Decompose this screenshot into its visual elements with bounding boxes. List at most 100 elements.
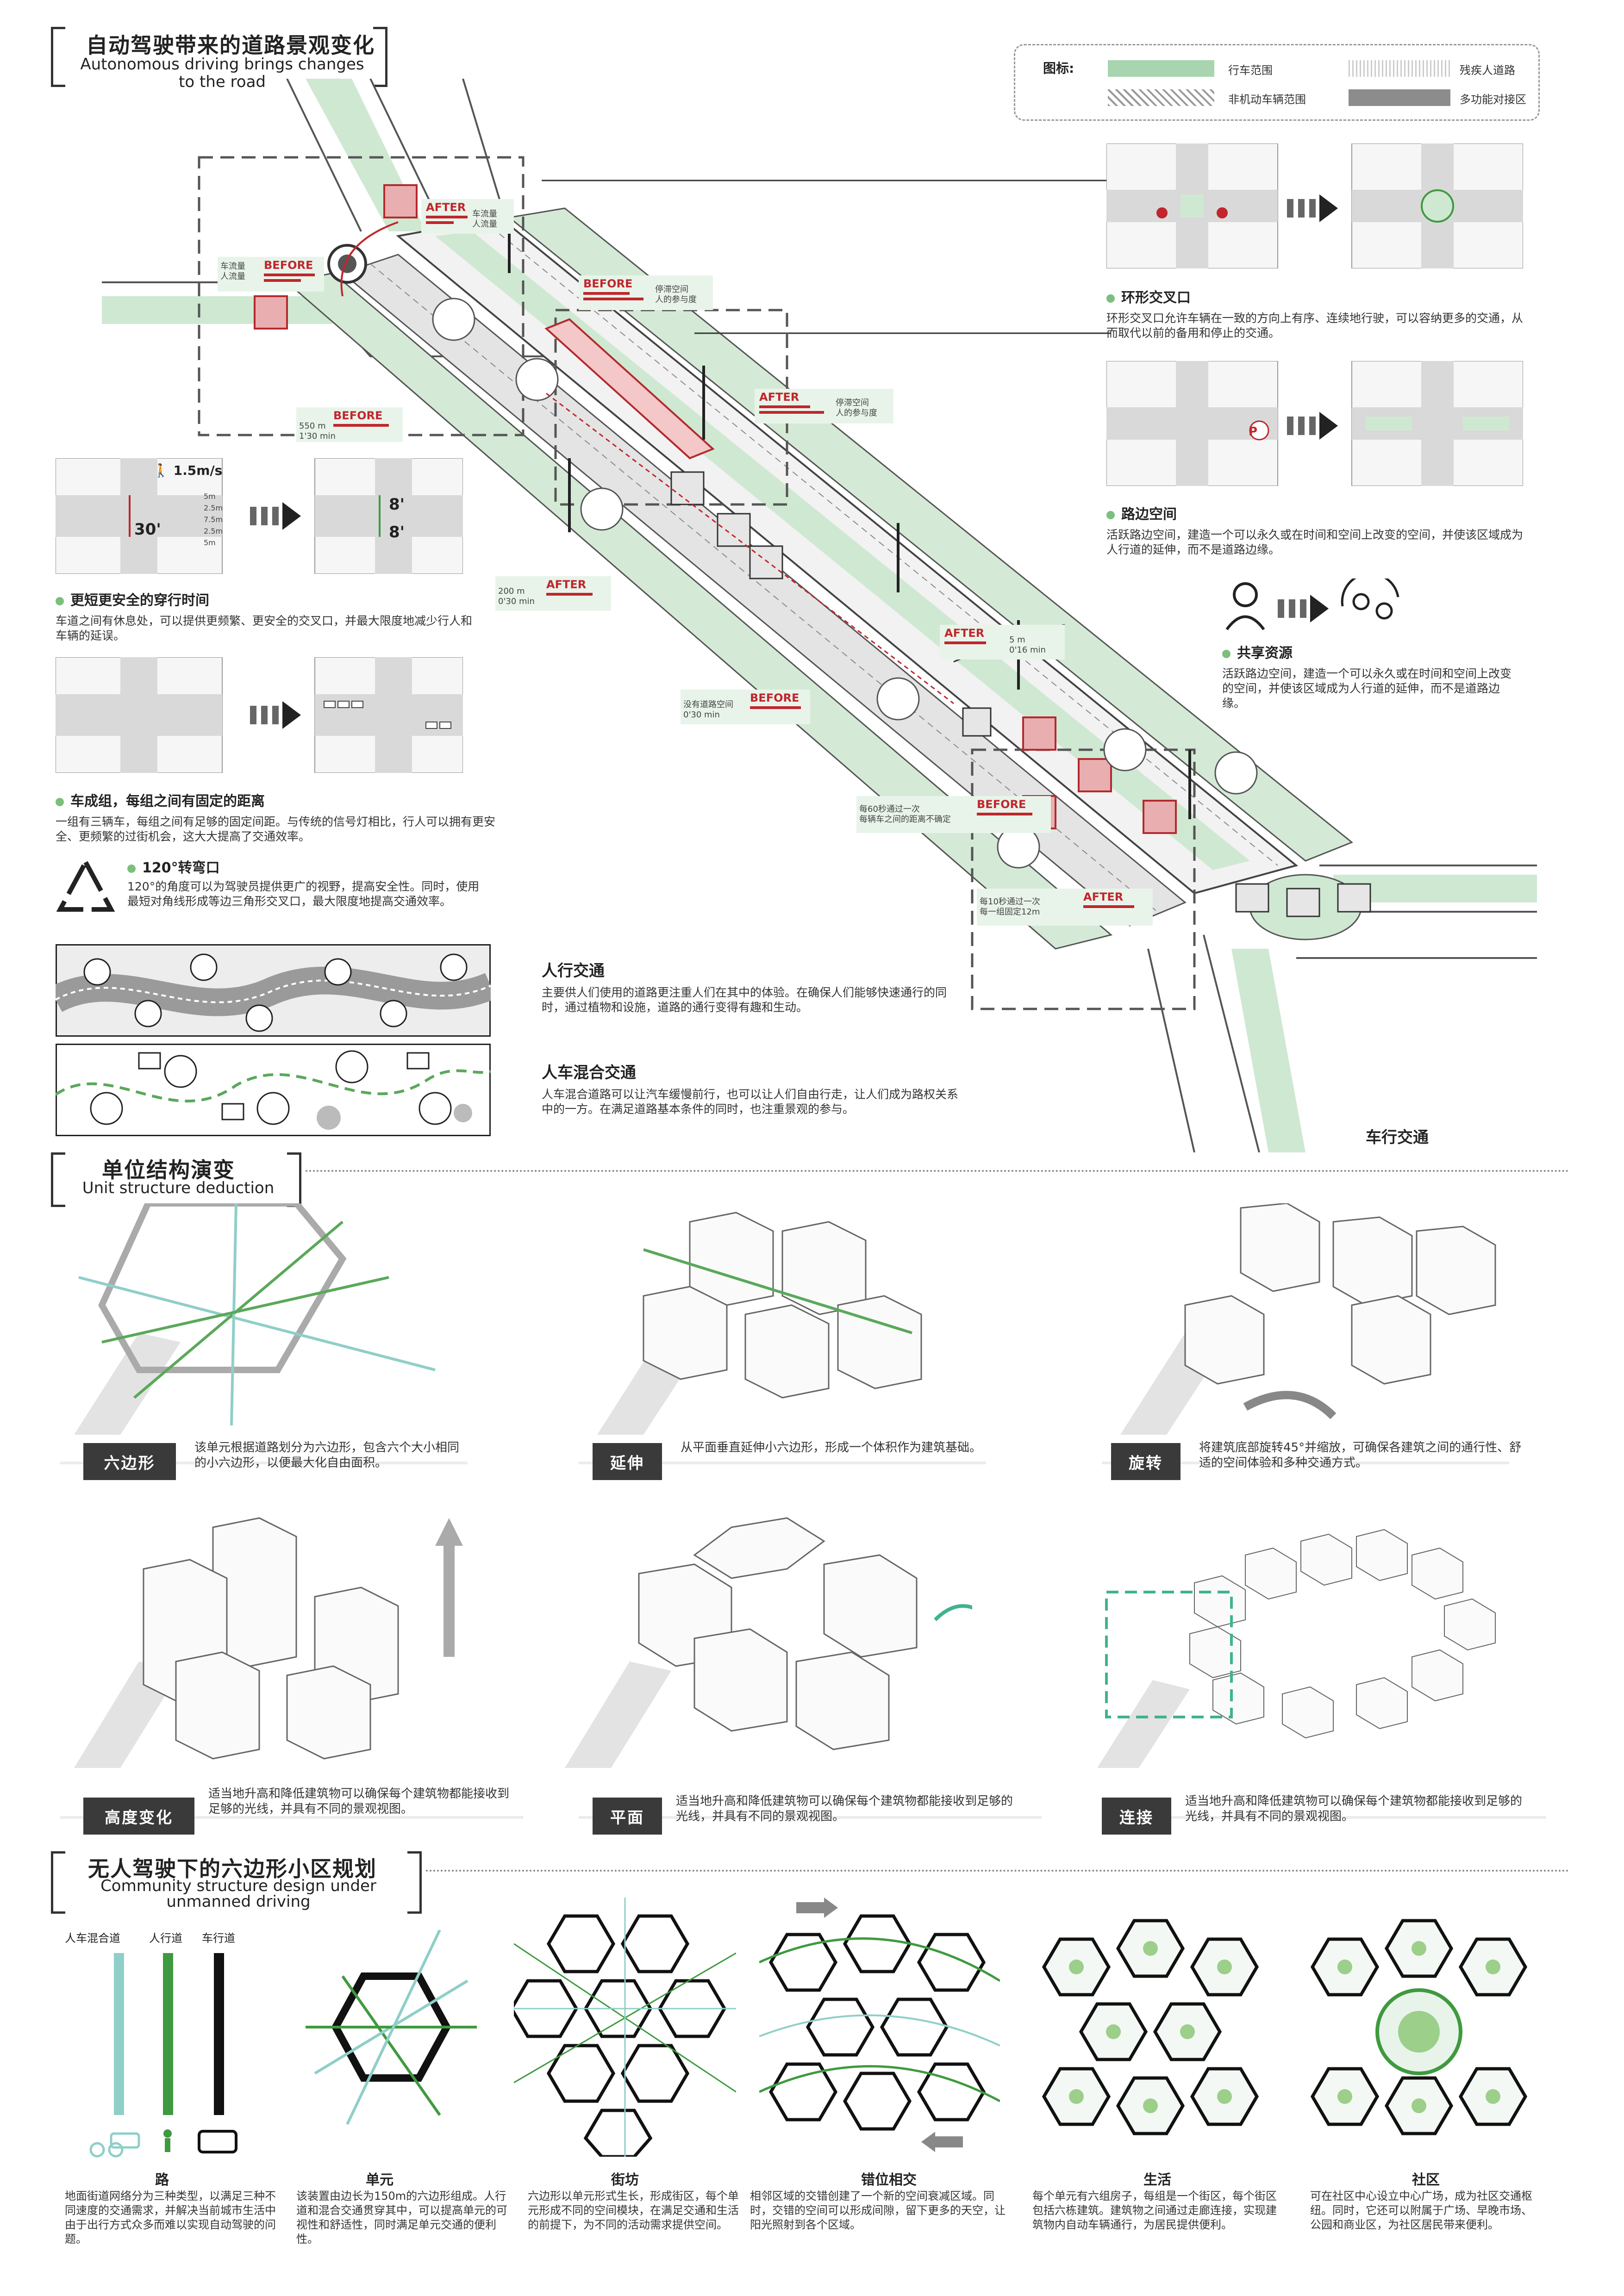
roundabout-desc: 环形交叉口允许车辆在一致的方向上有序、连续地行驶，可以容纳更多的交通，从而取代以… (1106, 311, 1524, 340)
legend-item-traffic: 行车范围 (1228, 64, 1273, 77)
crossing-diagram (56, 458, 463, 574)
road-type-mixed-label: 人车混合道 (65, 1932, 120, 1945)
unit-subtitle: Unit structure deduction (82, 1179, 275, 1197)
unit-bracket-left (51, 1152, 65, 1207)
legend-swatch-bike (1108, 89, 1214, 106)
share-desc: 活跃路边空间，建造一个可以永久或在时间和空间上改变的空间，并使该区域成为人行道的… (1222, 667, 1512, 710)
step-label-height: 高度变化 (83, 1798, 194, 1835)
share-title: 共享资源 (1237, 645, 1293, 661)
mixed-traffic-block: 人车混合交通 人车混合道路可以让汽车缓慢前行，也可以让人们自由行走，让人们成为路… (542, 1060, 968, 1117)
community-label-road: 路 (155, 2172, 169, 2188)
step-desc-extend: 从平面垂直延伸小六边形，形成一个体积作为建筑基础。 (681, 1441, 982, 1455)
curb-desc: 活跃路边空间，建造一个可以永久或在时间和空间上改变的空间，并使该区域成为人行道的… (1106, 528, 1524, 556)
turn-desc: 120°的角度可以为驾驶员提供更广的视野，提高安全性。同时，使用最短对角线形成等… (127, 880, 480, 908)
page-subtitle-2: to the road (179, 73, 266, 91)
legend-box: 图标: 行车范围 残疾人道路 非机动车辆范围 多功能对接区 (1014, 44, 1540, 121)
turn-title: 120°转弯口 (142, 860, 220, 876)
community-bracket-left (51, 1851, 65, 1914)
mixed-traffic-desc: 人车混合道路可以让汽车缓慢前行，也可以让人们自由行走，让人们成为路权关系中的一方… (542, 1088, 959, 1116)
community-desc-offset: 相邻区域的交错创建了一个新的空间衰减区域。同时，交错的空间可以形成间隙，留下更多… (750, 2190, 1006, 2231)
crossing-block: 更短更安全的穿行时间 车道之间有休息处，可以提供更频繁、更安全的交叉口，并最大限… (56, 589, 472, 643)
community-subtitle-2: unmanned driving (166, 1892, 311, 1911)
step-desc-hexagon: 该单元根据道路划分为六边形，包含六个大小相同的小六边形，以便最大化自由面积。 (194, 1441, 460, 1470)
bullet-icon (1106, 294, 1115, 303)
bullet-icon (56, 597, 64, 605)
tag-before-1: 车流量 人流量 BEFORE (218, 257, 324, 292)
car-icon (198, 2130, 237, 2153)
tag-after-5: 每10秒通过一次 每一组固定12m AFTER (977, 889, 1153, 926)
pedestrian-traffic-desc: 主要供人们使用的道路更注重人们在其中的体验。在确保人们能够快速通行的同时，通过植… (542, 986, 947, 1014)
turn-block: 120°转弯口 120°的角度可以为驾驶员提供更广的视野，提高安全性。同时，使用… (127, 856, 488, 909)
bullet-icon (1106, 510, 1115, 519)
step-label-hexagon: 六边形 (83, 1443, 176, 1480)
step-desc-plane: 适当地升高和降低建筑物可以确保每个建筑物都能接收到足够的光线，并具有不同的景观视… (676, 1794, 1013, 1823)
legend-item-bike: 非机动车辆范围 (1228, 93, 1306, 106)
unit-connect-diagram (1097, 1529, 1496, 1768)
page-subtitle-1: Autonomous driving brings changes (80, 55, 364, 74)
bullet-icon (127, 864, 136, 873)
bike-bus-icon (89, 2132, 140, 2158)
tag-before-2: BEFORE 停滞空间 人的参与度 (579, 275, 713, 310)
community-desc-unit: 该装置由边长为150m的六边形组成。人行道和混合交通贯穿其中，可以提高单元的可视… (296, 2190, 507, 2246)
community-desc-neighborhood: 六边形以单元形式生长，形成街区，每个单元形成不同的空间模块，在满足交通和生活的前… (528, 2190, 739, 2231)
unit-rotate-diagram (1120, 1203, 1496, 1435)
tag-before-5: 每60秒通过一次 每辆车之间的距离不确定 BEFORE (856, 796, 1051, 833)
curb-block: 路边空间 活跃路边空间，建造一个可以永久或在时间和空间上改变的空间，并使该区域成… (1106, 503, 1532, 557)
unit-hex-panel (306, 1930, 477, 2125)
legend-swatch-traffic (1108, 60, 1214, 77)
recycle-triangle-icon (56, 859, 115, 912)
community-bracket-right (407, 1851, 422, 1914)
walk-speed: 🚶 1.5m/s (153, 463, 223, 478)
tag-after-3: 200 m 0'30 min AFTER (495, 576, 611, 611)
bullet-icon (1222, 649, 1230, 658)
unit-height-diagram (74, 1517, 463, 1768)
community-label-unit: 单元 (366, 2172, 394, 2188)
community-title: 无人驾驶下的六边形小区规划 (88, 1856, 377, 1881)
mixed-traffic-title: 人车混合交通 (542, 1064, 636, 1082)
community-desc-road: 地面街道网络分为三种类型，以满足三种不同速度的交通需求，并解决当前城市生活中由于… (65, 2190, 276, 2246)
page-title: 自动驾驶带来的道路景观变化 (86, 33, 375, 58)
title-bracket-right (373, 27, 387, 87)
tag-before-4: 没有道路空间 0'30 min BEFORE (681, 690, 810, 724)
legend-swatch-dock (1349, 89, 1450, 106)
living-panel (1042, 1919, 1259, 2135)
road-axonometric (102, 79, 1537, 1152)
tag-after-2: AFTER 停滞空间 人的参与度 (755, 389, 893, 423)
share-icons (1225, 579, 1399, 630)
offset-intersection-panel (759, 1898, 1000, 2152)
unit-extend-diagram (597, 1212, 922, 1435)
platoon-desc: 一组有三辆车，每组之间有足够的固定间距。与传统的信号灯相比，行人可以拥有更安全、… (56, 815, 496, 843)
legend-item-dock: 多功能对接区 (1460, 93, 1526, 106)
roundabout-diagram (1106, 143, 1523, 268)
roundabout-title: 环形交叉口 (1121, 290, 1191, 306)
bullet-icon (56, 797, 64, 806)
curb-title: 路边空间 (1121, 506, 1177, 523)
platoon-title: 车成组，每组之间有固定的距离 (70, 793, 265, 809)
mixed-strip (56, 1044, 491, 1136)
pedestrian-strip (56, 944, 491, 1037)
tag-after-4: AFTER 5 m 0'16 min (940, 625, 1065, 660)
time-after-2: 8' (389, 523, 405, 541)
community-desc-community: 可在社区中心设立中心广场，成为社区交通枢纽。同时，它还可以附属于广场、早晚市场、… (1310, 2190, 1532, 2231)
parking-icon: P (1249, 425, 1258, 439)
community-label-neighborhood: 街坊 (611, 2172, 639, 2188)
unit-plane-diagram (565, 1517, 972, 1768)
title-bracket-left (51, 27, 65, 87)
tag-after-1: AFTER 车流量 人流量 (421, 199, 514, 234)
road-type-icons (89, 2129, 237, 2158)
step-desc-rotate: 将建筑底部旋转45°并缩放，可确保各建筑之间的通行性、舒适的空间体验和多种交通方… (1199, 1441, 1522, 1470)
community-label-community: 社区 (1412, 2172, 1440, 2188)
lane-widths: 5m 2.5m 7.5m 2.5m 5m (204, 492, 223, 547)
community-divider (426, 1870, 1569, 1872)
community-panel (1310, 1919, 1528, 2135)
neighborhood-panel (514, 1898, 736, 2157)
community-label-offset: 错位相交 (861, 2172, 917, 2188)
unit-title: 单位结构演变 (102, 1157, 235, 1182)
step-label-plane: 平面 (593, 1798, 662, 1835)
step-label-connect: 连接 (1102, 1798, 1171, 1835)
legend-item-disabled: 残疾人道路 (1460, 64, 1515, 77)
time-before: 30' (134, 520, 161, 539)
community-label-living: 生活 (1143, 2172, 1171, 2188)
step-label-rotate: 旋转 (1111, 1443, 1181, 1480)
road-line-car (214, 1953, 224, 2115)
